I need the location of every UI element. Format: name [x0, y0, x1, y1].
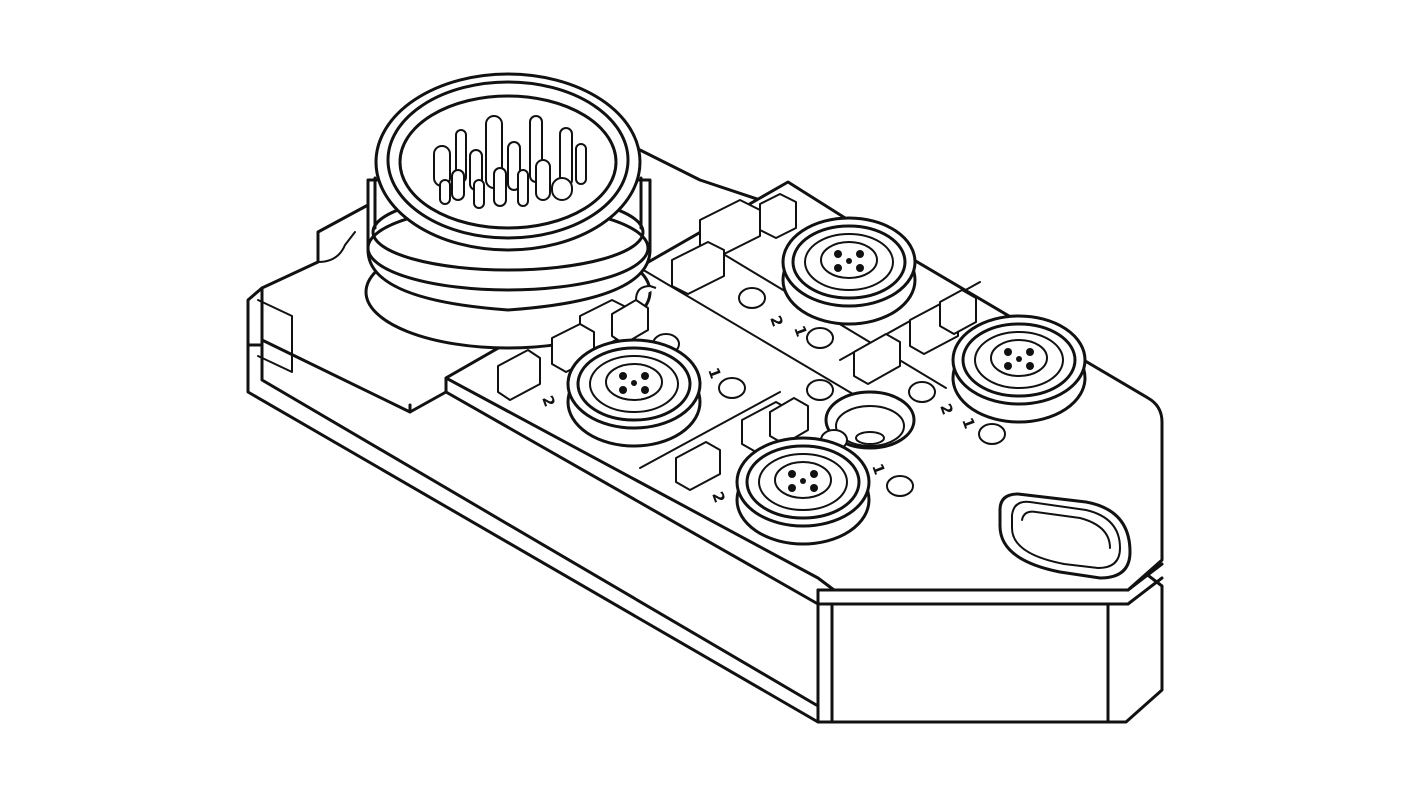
mounting-hole: [998, 492, 1132, 580]
port-2: 2 1: [936, 314, 1087, 431]
m12-socket-icon: [735, 436, 871, 546]
latch-blocks: [497, 193, 977, 491]
m12-socket-icon: [781, 216, 917, 326]
m12-socket-icon: [951, 314, 1087, 424]
port-3: 2 1: [538, 338, 725, 448]
connector-pins: [433, 115, 587, 209]
port-4: 2 1: [708, 436, 889, 546]
centre-indicator-well: [824, 390, 916, 450]
circular-multipin-plug-icon: [364, 72, 652, 350]
m12-socket-icon: [566, 338, 702, 448]
